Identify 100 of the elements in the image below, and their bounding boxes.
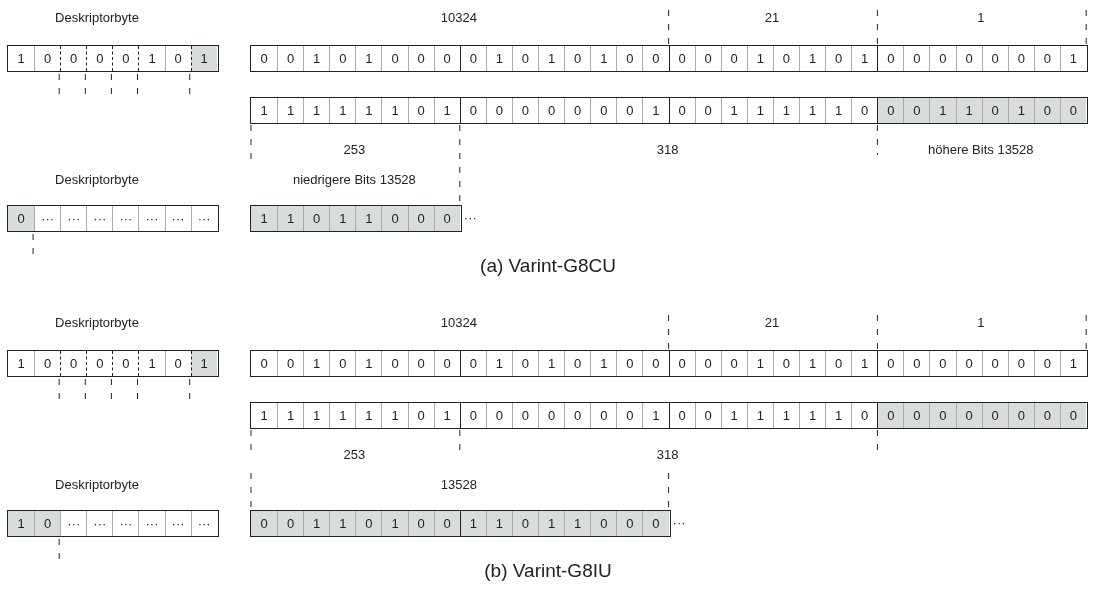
bit-cell: 0 (616, 46, 643, 71)
field-label: Deskriptorbyte (55, 315, 139, 330)
bit-cell: 0 (668, 46, 695, 71)
bit-cell: 0 (720, 46, 747, 71)
field-label: Deskriptorbyte (55, 10, 139, 25)
bit-cell: ··· (34, 206, 61, 231)
bit-cell: 1 (277, 206, 304, 231)
bit-cell: 1 (772, 403, 799, 428)
bit-cell: 0 (329, 351, 356, 376)
bit-cell: 0 (981, 351, 1008, 376)
bit-cell: 0 (903, 98, 930, 123)
bit-cell: 0 (277, 351, 304, 376)
bit-cell: 0 (668, 351, 695, 376)
bit-cell: 1 (355, 98, 382, 123)
bit-cell: ··· (190, 206, 217, 231)
bit-cell: 0 (955, 403, 982, 428)
bit-cell: 1 (329, 206, 356, 231)
bit-cell: 0 (981, 46, 1008, 71)
value-label: 1 (977, 315, 985, 330)
bit-cell: 0 (694, 403, 721, 428)
figure-caption: (a) Varint-G8CU (480, 255, 616, 277)
bit-cell: 0 (112, 46, 139, 71)
bit-cell: 0 (86, 46, 113, 71)
bit-cell: 0 (877, 403, 904, 428)
bit-cell: 0 (929, 403, 956, 428)
bit-cell: 1 (720, 98, 747, 123)
bit-cell: 0 (1059, 98, 1086, 123)
bit-cell: 1 (1059, 46, 1086, 71)
bit-cell: 1 (190, 46, 217, 71)
bit-cell-text: 1 (259, 102, 269, 120)
bit-cell: 0 (407, 46, 434, 71)
bit-cell: 0 (433, 511, 460, 536)
bit-cell: 0 (34, 351, 61, 376)
bit-cell: 1 (355, 206, 382, 231)
value-label: 253 (343, 447, 366, 462)
bit-cell: 0 (485, 403, 512, 428)
bit-cell: 0 (564, 46, 591, 71)
bit-cell: ··· (60, 206, 87, 231)
bit-cell: ··· (138, 511, 165, 536)
bit-cell: 0 (694, 351, 721, 376)
bit-cell: 1 (355, 351, 382, 376)
bit-cell: ··· (112, 511, 139, 536)
bit-cell: 1 (772, 98, 799, 123)
continuation-dots: ··· (672, 515, 686, 530)
bit-cell: 1 (329, 98, 356, 123)
bit-cell: 0 (590, 98, 617, 123)
bit-cell: 0 (877, 98, 904, 123)
bit-cell: 0 (616, 351, 643, 376)
bit-cell: 0 (1007, 46, 1034, 71)
bit-cell: 1 (590, 46, 617, 71)
bit-cell: 0 (511, 511, 539, 536)
bit-cell: 0 (981, 403, 1008, 428)
bit-cell: 0 (459, 351, 486, 376)
bit-cell: 0 (433, 206, 460, 231)
value-label: höhere Bits 13528 (928, 142, 1034, 157)
bit-cell: 0 (164, 351, 191, 376)
bit-cell: 1 (538, 511, 565, 536)
bit-cell: 0 (86, 351, 113, 376)
bit-cell: 1 (138, 46, 165, 71)
bit-cell: 0 (564, 351, 591, 376)
bit-cell: 0 (511, 403, 539, 428)
bit-cell: 0 (277, 46, 304, 71)
bit-cell: 0 (616, 98, 643, 123)
bit-cell: 0 (459, 46, 486, 71)
bit-cell: 0 (433, 46, 460, 71)
bit-cell: 1 (381, 98, 408, 123)
bit-cell: 1 (564, 511, 591, 536)
bit-cell: 0 (1007, 351, 1034, 376)
bit-cell: 0 (511, 351, 539, 376)
bit-cell: 0 (616, 511, 643, 536)
bit-cell: 1 (746, 403, 773, 428)
bit-cell: 1 (355, 403, 382, 428)
bit-cell: 0 (877, 46, 904, 71)
bit-cell: 1 (381, 511, 408, 536)
value-label: 21 (764, 315, 780, 330)
bit-cell: 1 (303, 46, 330, 71)
bit-cell: 0 (60, 351, 87, 376)
bit-cell: 0 (1033, 46, 1060, 71)
bit-cell: 0 (1033, 403, 1060, 428)
bit-cell: ··· (60, 511, 87, 536)
bit-cell: 1 (538, 46, 565, 71)
bit-cell: 0 (407, 98, 434, 123)
bit-cell: 0 (590, 511, 617, 536)
bit-cell: 0 (459, 403, 486, 428)
bit-cell-text: 1 (16, 50, 26, 68)
figure-caption: (b) Varint-G8IU (484, 560, 612, 582)
bit-cell: 0 (407, 351, 434, 376)
bit-cell: 1 (355, 46, 382, 71)
bit-cell: 1 (798, 403, 826, 428)
bit-cell: 0 (981, 98, 1008, 123)
bit-cell: 0 (8, 206, 35, 231)
bit-cell: 1 (303, 511, 330, 536)
bit-cell: 1 (303, 98, 330, 123)
bit-cell: 1 (825, 98, 852, 123)
bit-cell: ··· (164, 511, 191, 536)
field-label: Deskriptorbyte (55, 477, 139, 492)
value-label: 10324 (440, 10, 477, 25)
bit-cell: 0 (642, 351, 669, 376)
bit-cell: 0 (903, 403, 930, 428)
bit-cell: ··· (164, 206, 191, 231)
